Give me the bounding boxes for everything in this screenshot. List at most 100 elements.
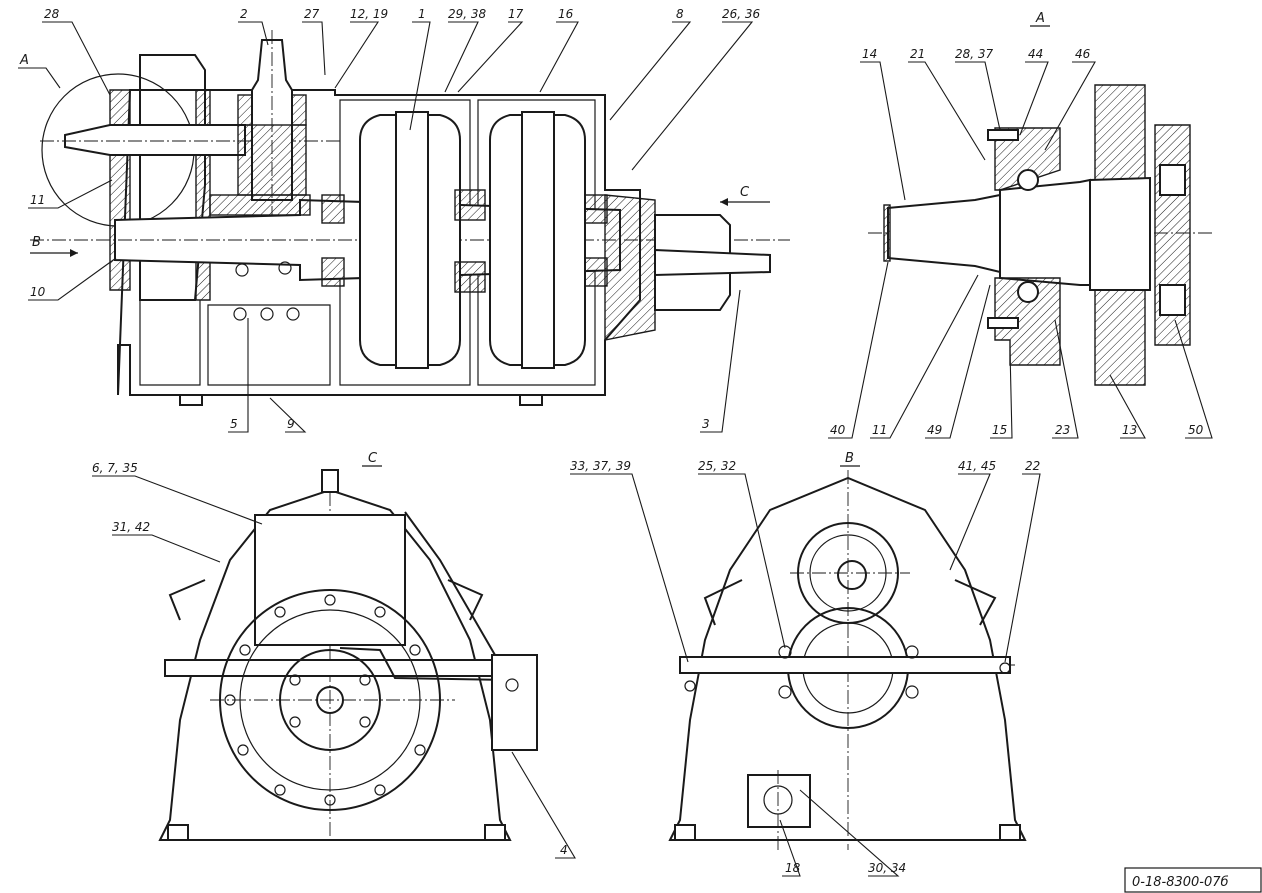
view-c-hub-bolt <box>289 716 301 728</box>
detail-a-label-28-37: 28, 37 <box>955 47 994 61</box>
detail-view-a: A 14 21 28 <box>828 11 1215 439</box>
detail-a-label-40: 40 <box>830 423 846 437</box>
arrow-b-head <box>70 249 78 257</box>
view-b-split-flange <box>679 656 1011 674</box>
marker-c: C <box>740 185 750 200</box>
gauge-2 <box>260 307 274 321</box>
view-c-hub-bolt <box>359 674 371 686</box>
detail-a-bolt-top <box>987 129 1019 141</box>
gauge-5 <box>278 261 292 275</box>
leader-a <box>18 67 61 89</box>
view-b-label-22: 22 <box>1025 459 1040 473</box>
view-b-bolt <box>905 645 919 659</box>
label-9: 9 <box>287 417 295 431</box>
arrow-c-head <box>720 198 728 206</box>
vertical-shaft-bearing-top-r <box>291 94 307 126</box>
view-c: C <box>92 451 576 859</box>
detail-a-leader-15 <box>990 349 1013 439</box>
bearing-cover-hatch <box>195 89 211 301</box>
detail-a-end-plate <box>883 204 891 262</box>
view-c-flange <box>219 589 441 811</box>
view-b-bolt <box>905 685 919 699</box>
leader-16 <box>539 21 579 93</box>
marker-b: B <box>32 235 41 250</box>
view-b-label-30-34: 30, 34 <box>868 861 906 875</box>
label-2: 2 <box>240 7 248 21</box>
detail-a-label-23: 23 <box>1055 423 1070 437</box>
view-b-bolt <box>684 680 696 692</box>
view-c-pump-body <box>491 654 538 751</box>
detail-a-leader-11 <box>870 274 979 439</box>
leader-12-19 <box>334 21 380 89</box>
view-b-body <box>668 476 1027 841</box>
view-b-label-25-32: 25, 32 <box>698 459 736 473</box>
view-c-bolt <box>409 644 421 656</box>
bearing-6 <box>584 257 608 287</box>
label-11: 11 <box>30 193 45 207</box>
view-c-pump-port <box>505 678 519 692</box>
view-c-label-6-7-35: 6, 7, 35 <box>92 461 138 475</box>
bearing-1 <box>321 194 345 224</box>
leader-26-36 <box>631 21 754 171</box>
view-b-label-33-37-39: 33, 37, 39 <box>570 459 631 473</box>
label-16: 16 <box>558 7 574 21</box>
housing-cavity-wheel1 <box>339 99 471 386</box>
label-17: 17 <box>508 7 524 21</box>
detail-a-wheel-rim-top <box>1094 84 1146 186</box>
view-c-bolt <box>374 606 386 618</box>
view-c-bolt <box>274 606 286 618</box>
drawing-number-box <box>1124 867 1262 893</box>
view-c-foot-right <box>484 824 506 841</box>
front-cover <box>139 54 206 301</box>
view-b-leader-30-34 <box>799 789 900 877</box>
leader-3 <box>700 289 741 433</box>
detail-a-label-44: 44 <box>1028 47 1043 61</box>
output-shaft <box>654 248 771 277</box>
gauge-3 <box>286 307 300 321</box>
detail-a-leader-21 <box>908 61 986 161</box>
view-c-bolt <box>237 744 249 756</box>
drawing-number: 0-18-8300-07б <box>1132 875 1229 890</box>
view-c-title: C <box>368 451 378 466</box>
wheel-2-rim <box>521 111 555 369</box>
view-c-leader-31-42 <box>112 534 221 563</box>
view-c-ear-left <box>168 579 206 621</box>
leader-27 <box>302 21 326 76</box>
view-b-leader-25-32 <box>698 473 786 649</box>
view-b-leader-22 <box>1004 473 1041 663</box>
output-cover <box>604 194 656 341</box>
label-10: 10 <box>30 285 46 299</box>
detail-a-leader-28-37 <box>955 61 1001 131</box>
view-b-drain-box <box>747 774 811 828</box>
detail-a-leader-14 <box>860 61 906 201</box>
detail-a-wheel-web <box>1089 176 1151 291</box>
detail-a-label-21: 21 <box>910 47 925 61</box>
detail-a-label-49: 49 <box>927 423 942 437</box>
leader-10 <box>28 257 117 301</box>
view-b-bolt <box>778 685 792 699</box>
view-c-top-plug <box>321 469 339 493</box>
view-c-ear-right <box>447 579 484 621</box>
detail-a-shaft <box>887 193 1001 274</box>
view-c-bolt <box>324 794 336 806</box>
marker-a: A <box>19 53 29 68</box>
leader-2 <box>238 21 269 46</box>
view-c-bolt <box>324 594 336 606</box>
leader-11 <box>28 179 113 209</box>
view-c-shaft <box>316 686 344 714</box>
view-c-label-4: 4 <box>560 843 568 857</box>
detail-a-leader-46 <box>1044 61 1096 151</box>
view-c-split-flange <box>164 659 506 677</box>
view-b-leader-33-37-39 <box>570 473 689 663</box>
view-c-leader-4 <box>511 751 576 859</box>
view-c-hub <box>279 649 381 751</box>
detail-a-leader-49 <box>925 284 991 439</box>
detail-a-leader-40 <box>828 261 889 439</box>
label-29-38: 29, 38 <box>448 7 487 21</box>
leader-28 <box>42 21 111 96</box>
input-shaft <box>64 124 246 156</box>
detail-a-wheel-rim-bottom <box>1094 289 1146 386</box>
label-27: 27 <box>304 7 320 21</box>
leader-8 <box>609 21 692 121</box>
